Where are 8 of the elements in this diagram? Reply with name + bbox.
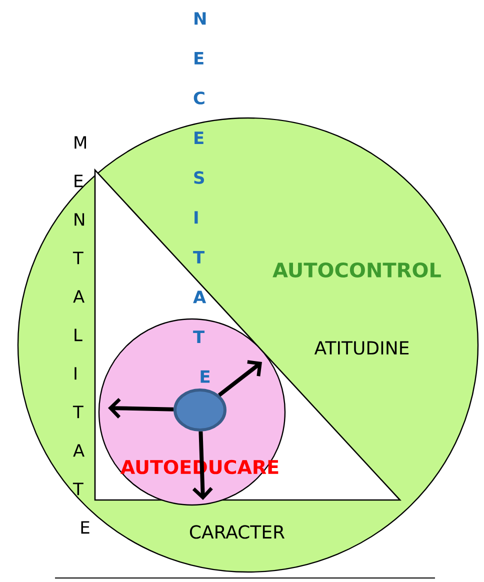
arrow xyxy=(218,360,262,397)
label: ATITUDINE xyxy=(314,341,409,355)
label: CARACTER xyxy=(190,525,285,539)
arrow xyxy=(108,398,174,418)
arrow xyxy=(192,431,213,500)
center-ellipse xyxy=(174,388,226,432)
vertical-word: NECESITATE xyxy=(193,12,210,383)
vertical-word: MENTALITATE xyxy=(72,136,90,534)
